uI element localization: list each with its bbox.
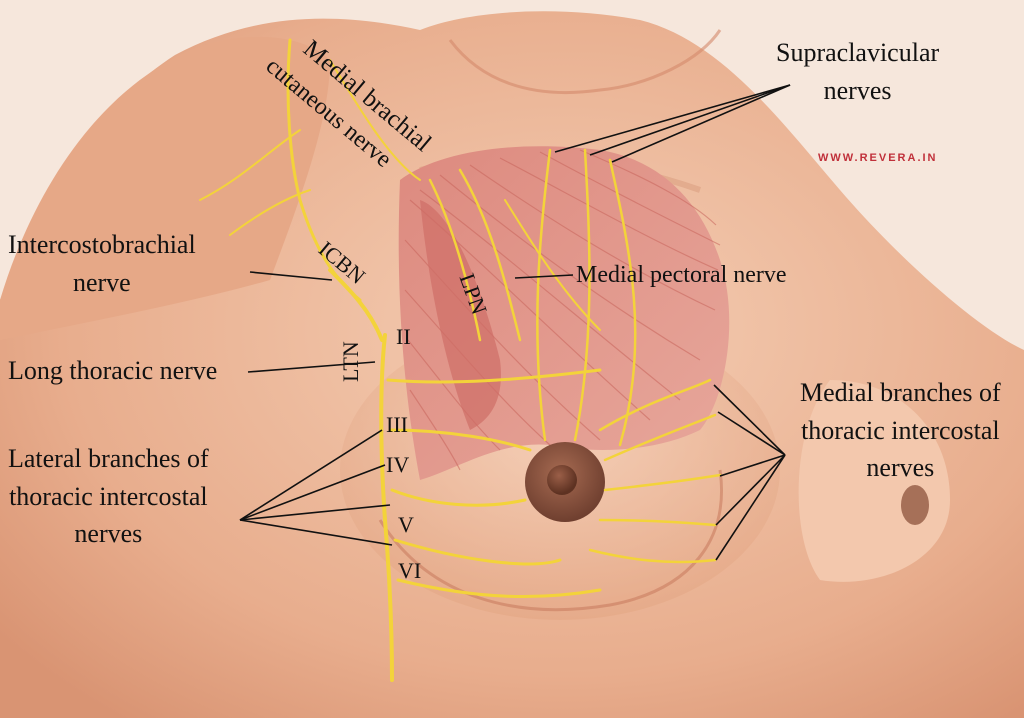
label-intercostobrachial: Intercostobrachial nerve (8, 230, 196, 297)
arrow-medial-4 (715, 454, 786, 526)
watermark-url: WWW.REVERA.IN (818, 152, 938, 164)
abbr-ltn: LTN (338, 341, 363, 382)
label-medial-branches: Medial branches of thoracic intercostal … (800, 378, 1001, 483)
label-supraclavicular: Supraclavicular nerves (776, 38, 940, 105)
arrow-medial-1 (713, 384, 786, 456)
arrow-lateral-3 (239, 504, 391, 521)
lateral-pectoral-nerve (428, 178, 482, 342)
supraclavicular-2 (573, 148, 591, 442)
medial-branch-4 (598, 518, 717, 527)
long-thoracic-nerve (379, 333, 394, 682)
medial-branch-3 (603, 473, 722, 492)
nipple (547, 465, 577, 495)
medial-branch-2 (603, 413, 717, 462)
intercostal-v (393, 538, 562, 566)
arrow-supraclavicular-2 (589, 84, 791, 156)
neck-shadow (448, 29, 722, 94)
intercostal-iii (388, 428, 532, 452)
arrow-supraclavicular-1 (554, 84, 791, 153)
pectoralis-minor (420, 200, 501, 430)
rib-iv: IV (386, 452, 410, 477)
arrow-lateral-1 (239, 429, 383, 521)
label-long-thoracic: Long thoracic nerve (8, 356, 218, 385)
arm-branch-1 (199, 129, 301, 201)
arrow-intercostobrachial (249, 271, 333, 281)
arrow-medial-2 (717, 411, 786, 456)
arrow-medial-5 (715, 454, 786, 561)
arrow-lateral-2 (239, 464, 386, 521)
rib-iii: III (386, 412, 408, 437)
label-lateral-branches: Lateral branches of thoracic intercostal… (8, 444, 209, 549)
muscle-fibers (404, 149, 721, 471)
intercostal-ii (386, 368, 602, 384)
arm-branch-2 (229, 189, 311, 236)
arrow-lateral-4 (239, 519, 393, 546)
arrow-long-thoracic (247, 361, 376, 373)
far-breast (798, 380, 950, 582)
rib-vi: VI (398, 558, 422, 583)
arrow-medial-3 (719, 454, 786, 477)
medial-branch-1 (598, 378, 712, 432)
intercostal-vi (396, 578, 602, 599)
rib-ii: II (396, 324, 411, 349)
medial-pectoral-nerve (458, 168, 522, 342)
arm (0, 36, 330, 340)
intercostal-iv (390, 488, 527, 507)
pectoral-branch (504, 199, 601, 331)
arrow-supraclavicular-3 (611, 84, 791, 163)
leader-lines (239, 84, 791, 561)
rib-v: V (398, 512, 414, 537)
breast-underside (378, 469, 723, 612)
supraclavicular-1 (536, 148, 552, 442)
far-nipple (901, 485, 929, 525)
arrow-medial-pectoral (514, 274, 574, 279)
intercostobrachial-nerve (328, 268, 384, 342)
nerves (199, 38, 722, 682)
label-medial-pectoral: Medial pectoral nerve (576, 262, 787, 288)
supraclavicular-3 (608, 158, 637, 447)
medial-branch-5 (588, 548, 717, 564)
arm-branch-3 (329, 59, 421, 181)
